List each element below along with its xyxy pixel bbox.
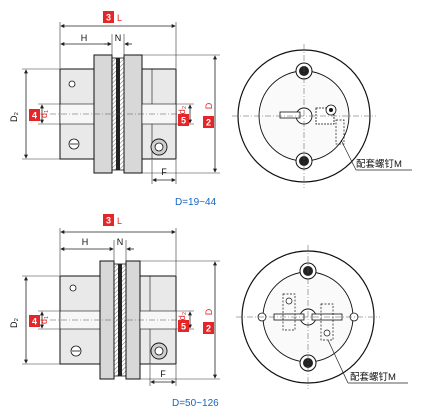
outer-symbol: D <box>204 102 214 109</box>
bore1-symbol: d₁ <box>39 316 49 324</box>
gap-label: N <box>115 33 122 43</box>
dimension-outer-diameter: 2 D <box>140 260 220 380</box>
bore1-symbol: d₁ <box>39 110 49 118</box>
length-badge <box>103 11 114 23</box>
length-badge-number: 3 <box>106 13 111 23</box>
side-view <box>50 54 186 174</box>
front-view: 配套螺钉M <box>236 245 408 389</box>
outer-badge <box>203 116 214 128</box>
dimension-bore-2: 5 d₂ <box>176 103 194 126</box>
length-badge <box>103 214 114 226</box>
set-screw-hole <box>69 284 77 292</box>
dimension-flange: F <box>149 365 177 386</box>
outer-badge-number: 2 <box>206 118 211 128</box>
length-symbol: L <box>117 216 122 226</box>
bore1-badge-number: 4 <box>32 317 37 327</box>
bore2-badge-number: 5 <box>181 116 186 126</box>
length-badge-number: 3 <box>106 216 111 226</box>
dimension-bore-2: 5 d₂ <box>176 310 194 332</box>
screw-note: 配套螺钉M <box>356 158 402 170</box>
dimension-flange: F <box>151 160 177 184</box>
screw-note: 配套螺钉M <box>350 371 396 383</box>
side-view <box>50 260 186 380</box>
dimension-bore-1: 4 d₁ <box>29 310 60 330</box>
hub-length-label: H <box>82 237 89 247</box>
bore1-badge <box>29 109 40 121</box>
diagram-large-coupling: 3 L H N D₂ 4 d₁ <box>9 214 408 409</box>
hub-diameter-label: D₂ <box>9 318 19 328</box>
bore1-badge <box>29 315 40 327</box>
dimension-bore-1: 4 d₁ <box>29 103 60 125</box>
bore2-symbol: d₂ <box>177 105 187 114</box>
dimension-hub-gap: H N <box>60 237 134 262</box>
length-symbol: L <box>117 13 122 23</box>
size-range-caption: D=19~44 <box>175 197 217 208</box>
size-range-caption: D=50~126 <box>172 398 219 409</box>
flange-label: F <box>160 369 166 379</box>
front-view: 配套螺钉M <box>232 44 412 188</box>
dimension-outer-diameter: 2 D <box>142 54 220 174</box>
flange-label: F <box>161 167 167 177</box>
outer-badge <box>203 322 214 334</box>
bore2-badge <box>178 320 189 332</box>
set-screw-hole <box>68 80 76 88</box>
bore2-symbol: d₂ <box>177 311 187 320</box>
bore2-badge <box>178 114 189 126</box>
gap-label: N <box>117 237 124 247</box>
dimension-length: 3 L <box>59 214 177 275</box>
hub-diameter-label: D₂ <box>9 112 19 122</box>
dimension-length: 3 L <box>59 11 177 68</box>
diagram-small-coupling: 3 L H N D₂ 4 d₁ <box>9 11 412 208</box>
outer-badge-number: 2 <box>206 324 211 334</box>
outer-symbol: D <box>204 308 214 315</box>
dimension-hub-diameter: D₂ <box>9 275 60 365</box>
bore1-badge-number: 4 <box>32 111 37 121</box>
dimension-hub-gap: H N <box>60 33 132 56</box>
bore2-badge-number: 5 <box>181 322 186 332</box>
dimension-hub-diameter: D₂ <box>9 68 60 160</box>
hub-length-label: H <box>81 33 88 43</box>
